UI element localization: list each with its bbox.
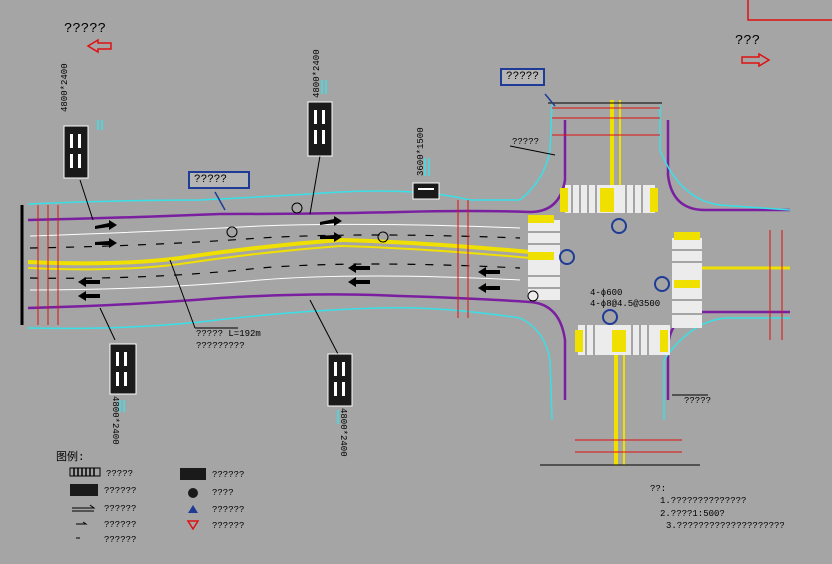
- sign-size-label: 4800*2400: [312, 49, 322, 98]
- note-line: 1.??????????????: [660, 496, 747, 506]
- sign-size-label: 4800*2400: [110, 396, 120, 445]
- left-dimension-lines: [37, 200, 469, 325]
- pole-spec-1: 4-ϕ600: [590, 288, 623, 298]
- lamp-markers: [226, 202, 539, 302]
- legend-item: ?????: [106, 469, 134, 479]
- title-frame-corner: [747, 0, 832, 21]
- sign-posts: [97, 80, 430, 424]
- sign-size-label: 3600*1500: [416, 127, 426, 176]
- direction-label-left: ?????: [64, 21, 107, 37]
- crosswalks: [528, 185, 702, 355]
- north-road-edge: [27, 209, 531, 222]
- lane-note: ?????: [512, 137, 540, 147]
- dashed-lane-line: [29, 234, 521, 249]
- callout-pointer: [544, 93, 556, 107]
- left-arrow-icon: [86, 38, 112, 54]
- intersection-edges: [529, 120, 790, 400]
- road-note-2: ?????????: [196, 341, 245, 351]
- legend-item: ??????: [104, 535, 137, 545]
- leader-lines: [79, 145, 708, 396]
- legend-item: ??????: [212, 470, 245, 480]
- crosswalk-stripes: [528, 185, 702, 355]
- road-signs: [63, 101, 440, 407]
- lane-arrows: [78, 216, 500, 301]
- lane-line: [29, 223, 521, 237]
- pole-spec-2: 4-ϕ8@4.5@3500: [590, 299, 661, 309]
- right-arrow-icon: [741, 52, 771, 68]
- dashed-lane-line: [29, 263, 521, 279]
- bottom-right-note: ?????: [684, 396, 712, 406]
- south-curb-line: [27, 306, 521, 330]
- legend-symbols: [69, 467, 206, 539]
- road-note: ????? L=192m: [196, 329, 261, 339]
- note-line: 2.????1:500?: [660, 509, 725, 519]
- signal-markers: [559, 218, 670, 325]
- callout-pointer: [214, 191, 226, 211]
- direction-label-right: ???: [735, 33, 761, 49]
- crosswalk-yellow-blocks: [528, 188, 700, 352]
- legend-item: ??????: [104, 520, 137, 530]
- note-line: 3.????????????????????: [666, 521, 785, 531]
- notes-title: ??:: [650, 484, 667, 494]
- sign-size-label: 4800*2400: [60, 63, 70, 112]
- legend-item: ??????: [104, 504, 137, 514]
- legend-item: ??????: [212, 521, 245, 531]
- north-curb-line: [27, 190, 520, 205]
- lane-line: [29, 275, 521, 291]
- legend-title: 图例:: [56, 452, 85, 464]
- legend-item: ????: [212, 488, 234, 498]
- callout-box-left: ?????: [188, 171, 250, 189]
- intersection-curbs: [519, 104, 791, 421]
- legend-item: ??????: [104, 486, 137, 496]
- callout-box-top: ?????: [500, 68, 546, 86]
- road-centerline: [27, 237, 531, 266]
- sign-arrows: [70, 110, 434, 396]
- top-dimension: [552, 107, 783, 453]
- legend-item: ??????: [212, 505, 245, 515]
- south-road-edge: [27, 293, 531, 310]
- sign-size-label: 4800*2400: [338, 408, 348, 457]
- road-centerline-2: [27, 244, 531, 271]
